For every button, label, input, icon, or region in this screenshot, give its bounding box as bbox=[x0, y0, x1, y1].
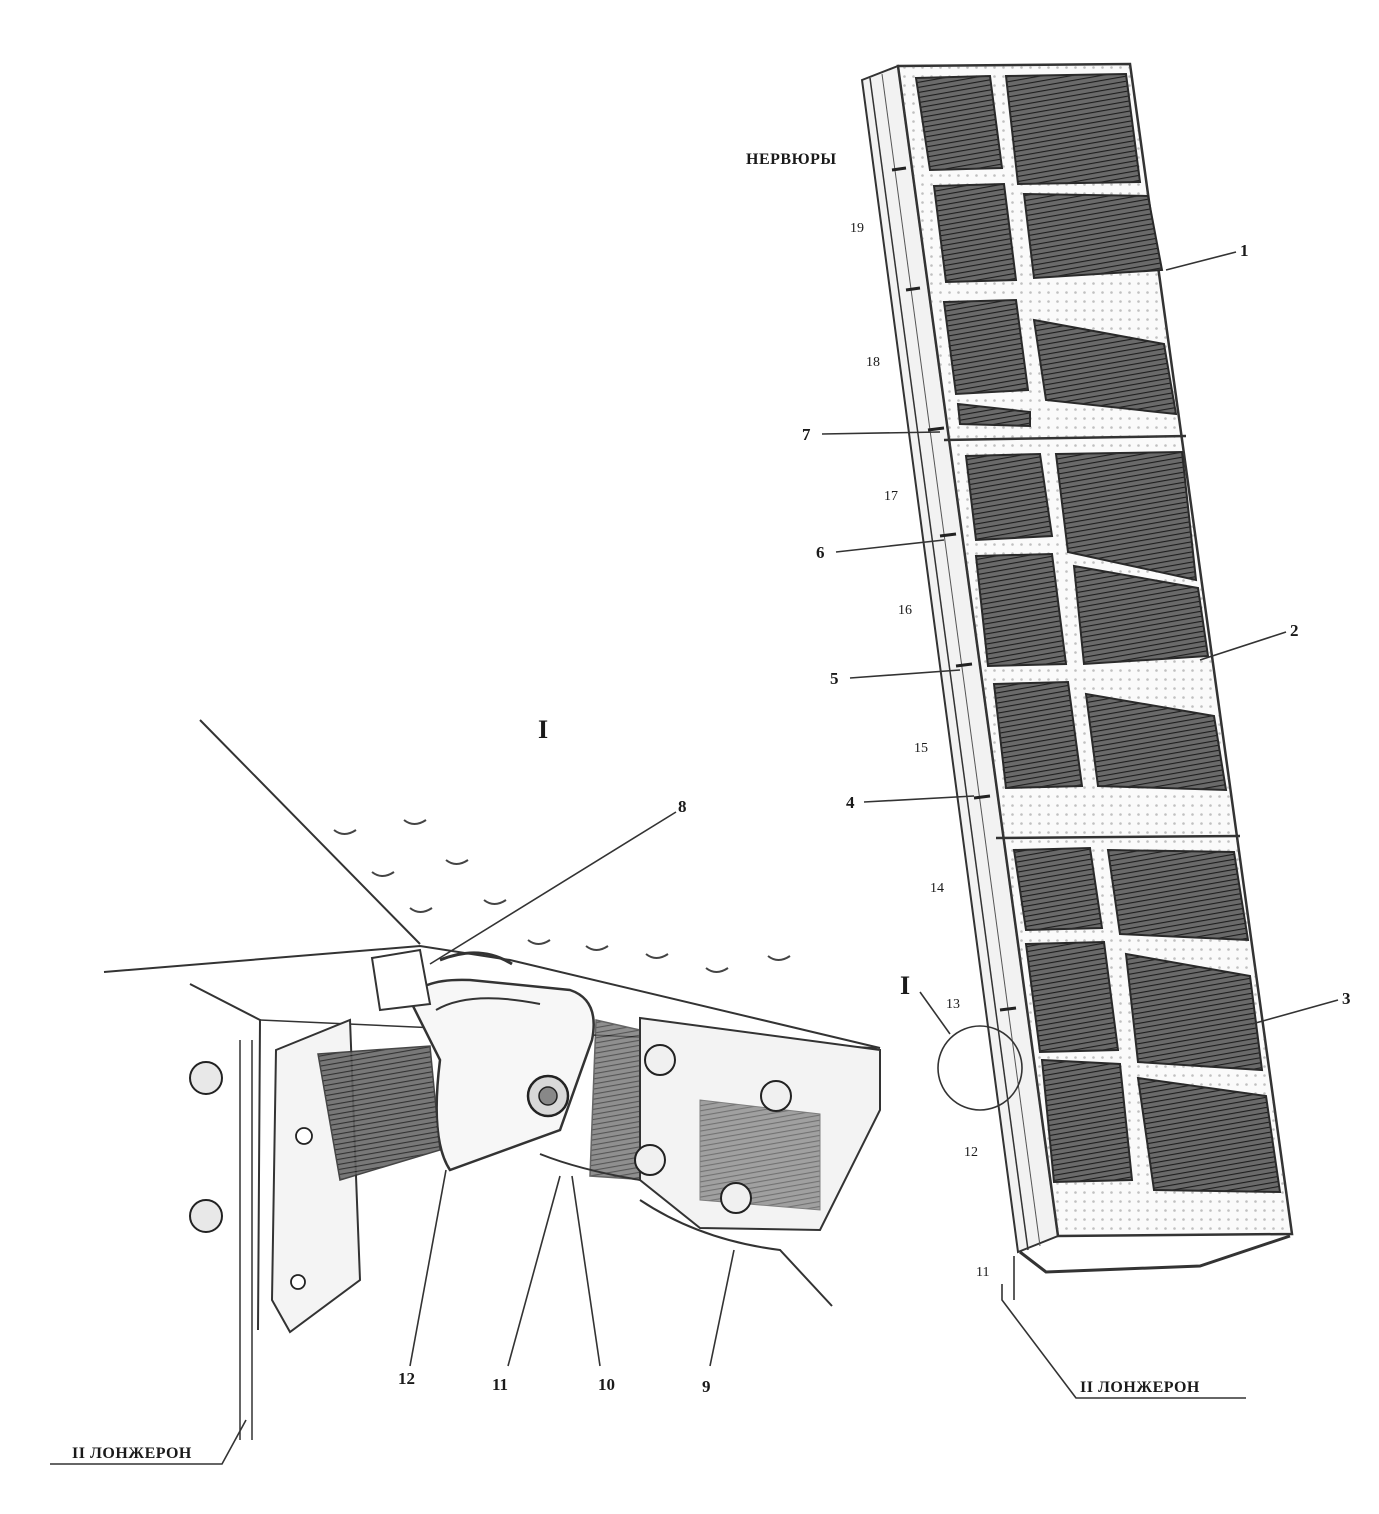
rib-label-17: 17 bbox=[884, 489, 898, 504]
hinge-detail-view bbox=[103, 719, 881, 1440]
detail-circle bbox=[937, 1025, 1023, 1111]
rib-label-19: 19 bbox=[850, 221, 864, 236]
part-label-5: 5 bbox=[830, 669, 839, 688]
label-lonzheron-right: II ЛОНЖЕРОН bbox=[1080, 1379, 1200, 1396]
detail-title: I bbox=[538, 715, 548, 744]
part-label-9: 9 bbox=[702, 1377, 711, 1396]
part-label-12: 12 bbox=[398, 1369, 415, 1388]
part-label-3: 3 bbox=[1342, 989, 1351, 1008]
rib-label-14: 14 bbox=[930, 881, 944, 896]
rib-label-16: 16 bbox=[898, 603, 912, 618]
rib-label-13: 13 bbox=[946, 997, 960, 1012]
part-label-7: 7 bbox=[802, 425, 811, 444]
part-label-6: 6 bbox=[816, 543, 825, 562]
part-label-10: 10 bbox=[598, 1375, 615, 1394]
leader-lines bbox=[50, 251, 1339, 1465]
rib-label-18: 18 bbox=[866, 355, 880, 370]
part-label-8: 8 bbox=[678, 797, 687, 816]
rib-label-12: 12 bbox=[964, 1145, 978, 1160]
panel-cells bbox=[914, 72, 1282, 1194]
rib-label-11: 11 bbox=[976, 1265, 989, 1280]
part-label-11: 11 bbox=[492, 1375, 508, 1394]
part-label-2: 2 bbox=[1290, 621, 1299, 640]
label-nervyury: НЕРВЮРЫ bbox=[746, 151, 837, 168]
labels: НЕРВЮРЫ II ЛОНЖЕРОН II ЛОНЖЕРОН I I 1 2 … bbox=[72, 151, 1351, 1462]
rib-label-15: 15 bbox=[914, 741, 928, 756]
part-label-1: 1 bbox=[1240, 241, 1249, 260]
detail-marker: I bbox=[900, 971, 910, 1000]
label-lonzheron-left: II ЛОНЖЕРОН bbox=[72, 1445, 192, 1462]
part-label-4: 4 bbox=[846, 793, 855, 812]
aileron-panel bbox=[860, 62, 1294, 1274]
